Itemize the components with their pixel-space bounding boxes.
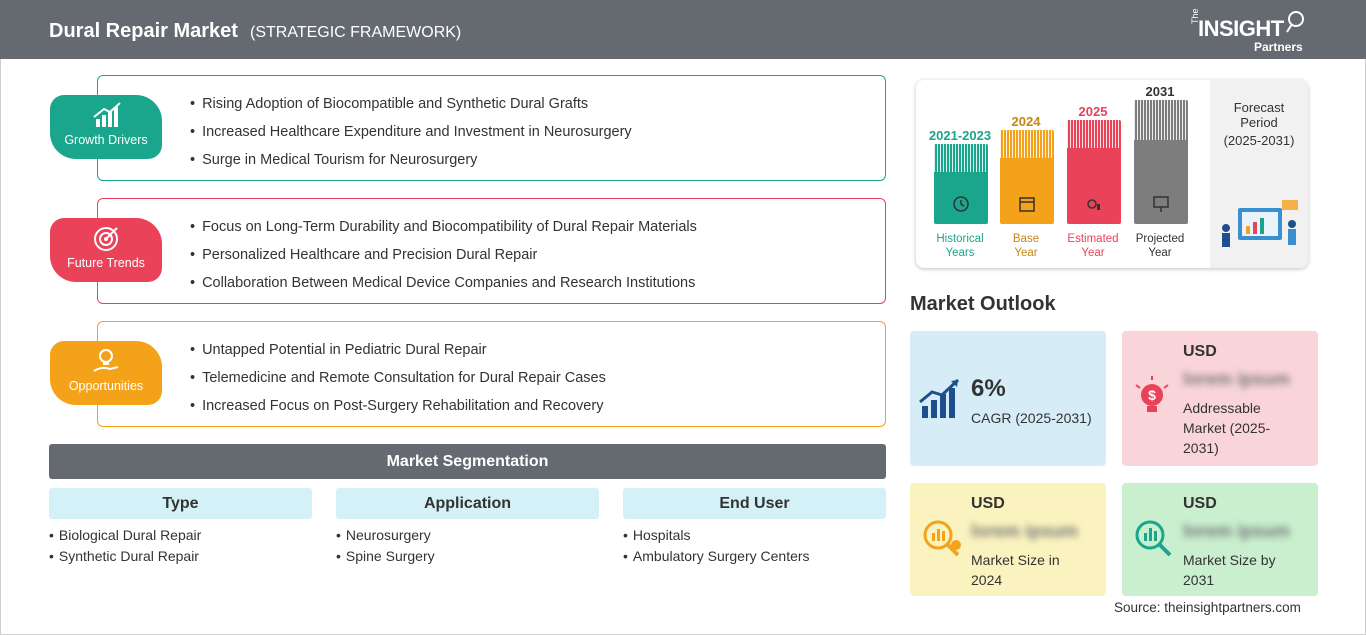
page-subtitle: (STRATEGIC FRAMEWORK) [250, 24, 462, 41]
segment-head: End User [623, 488, 886, 519]
logo-mark-icon [1286, 11, 1304, 33]
calendar-icon [1019, 197, 1035, 212]
future-trends-tag: Future Trends [50, 218, 162, 282]
history-icon [953, 196, 969, 212]
segmentation-title: Market Segmentation [49, 444, 886, 479]
forecast-label: Forecast [1233, 100, 1285, 115]
timeline-year: 2024 [1011, 114, 1041, 129]
logo-word: INSIGHT [1198, 16, 1284, 41]
timeline-year: 2021-2023 [928, 128, 992, 143]
size2031-value: lorem ipsum [1183, 521, 1291, 541]
timeline-year: 2025 [1078, 104, 1108, 119]
list-item: Untapped Potential in Pediatric Dural Re… [190, 338, 606, 366]
target-icon [94, 227, 118, 251]
insight-partners-logo: The INSIGHT Partners [1190, 8, 1310, 54]
presentation-icon [1153, 196, 1169, 212]
list-item: Ambulatory Surgery Centers [623, 546, 886, 567]
timeline-bar [934, 144, 988, 224]
opportunities-list: Untapped Potential in Pediatric Dural Re… [190, 338, 606, 422]
bar-growth-icon [919, 378, 960, 418]
forecast-label: Period [1240, 115, 1278, 130]
svg-text:$: $ [1148, 387, 1156, 403]
chart-magnifier-icon [1135, 520, 1172, 557]
size2024-currency: USD [971, 495, 1005, 512]
source-credit: Source: theinsightpartners.com [1114, 600, 1301, 615]
list-item: Spine Surgery [336, 546, 599, 567]
cagr-value: 6% [971, 375, 1006, 402]
list-item: Collaboration Between Medical Device Com… [190, 271, 697, 299]
cagr-label: CAGR (2025-2031) [971, 410, 1092, 426]
segment-type: Type Biological Dural Repair Synthetic D… [49, 488, 312, 567]
list-item: Synthetic Dural Repair [49, 546, 312, 567]
tag-label: Growth Drivers [64, 133, 148, 147]
timeline-bar [1067, 120, 1121, 224]
timeline-bar [1134, 100, 1188, 224]
list-item: Biological Dural Repair [49, 525, 312, 546]
future-trends-list: Focus on Long-Term Durability and Biocom… [190, 215, 697, 299]
list-item: Increased Focus on Post-Surgery Rehabili… [190, 394, 606, 422]
list-item: Telemedicine and Remote Consultation for… [190, 366, 606, 394]
outlook-title: Market Outlook [910, 293, 1056, 315]
list-item: Focus on Long-Term Durability and Biocom… [190, 215, 697, 243]
page-title: Dural Repair Market [49, 20, 238, 42]
analysts-illustration-icon [1222, 200, 1298, 247]
segment-end-user: End User Hospitals Ambulatory Surgery Ce… [623, 488, 886, 567]
opportunities-tag: Opportunities [50, 341, 162, 405]
growth-drivers-box: Rising Adoption of Biocompatible and Syn… [97, 75, 886, 181]
list-item: Surge in Medical Tourism for Neurosurger… [190, 148, 632, 176]
dollar-bulb-icon: $ [1135, 376, 1169, 412]
list-item: Personalized Healthcare and Precision Du… [190, 243, 697, 271]
tag-label: Opportunities [68, 379, 144, 393]
addressable-currency: USD [1183, 343, 1217, 360]
segment-application: Application Neurosurgery Spine Surgery [336, 488, 599, 567]
coins-magnifier-icon [923, 520, 961, 557]
header-bar: Dural Repair Market (STRATEGIC FRAMEWORK… [0, 0, 1366, 59]
timeline-year: 2031 [1145, 84, 1175, 99]
list-item: Increased Healthcare Expenditure and Inv… [190, 120, 632, 148]
list-item: Hospitals [623, 525, 886, 546]
opportunities-box: Untapped Potential in Pediatric Dural Re… [97, 321, 886, 427]
growth-drivers-tag: Growth Drivers [50, 95, 162, 159]
segment-head: Application [336, 488, 599, 519]
gear-chart-icon [1087, 199, 1100, 210]
lightbulb-hand-icon [93, 349, 119, 372]
growth-drivers-list: Rising Adoption of Biocompatible and Syn… [190, 92, 632, 176]
tag-label: Future Trends [67, 256, 145, 270]
forecast-period: Forecast Period (2025-2031) [1210, 80, 1308, 268]
forecast-range: (2025-2031) [1223, 133, 1295, 148]
timeline-bar [1000, 130, 1054, 224]
list-item: Rising Adoption of Biocompatible and Syn… [190, 92, 632, 120]
future-trends-box: Focus on Long-Term Durability and Biocom… [97, 198, 886, 304]
size2024-value: lorem ipsum [971, 521, 1079, 541]
segment-head: Type [49, 488, 312, 519]
cagr-card: 6% CAGR (2025-2031) [910, 331, 1106, 466]
chart-up-icon [93, 102, 121, 127]
list-item: Neurosurgery [336, 525, 599, 546]
logo-partners: Partners [1254, 40, 1303, 54]
size2031-currency: USD [1183, 495, 1217, 512]
addressable-value: lorem ipsum [1183, 369, 1291, 389]
